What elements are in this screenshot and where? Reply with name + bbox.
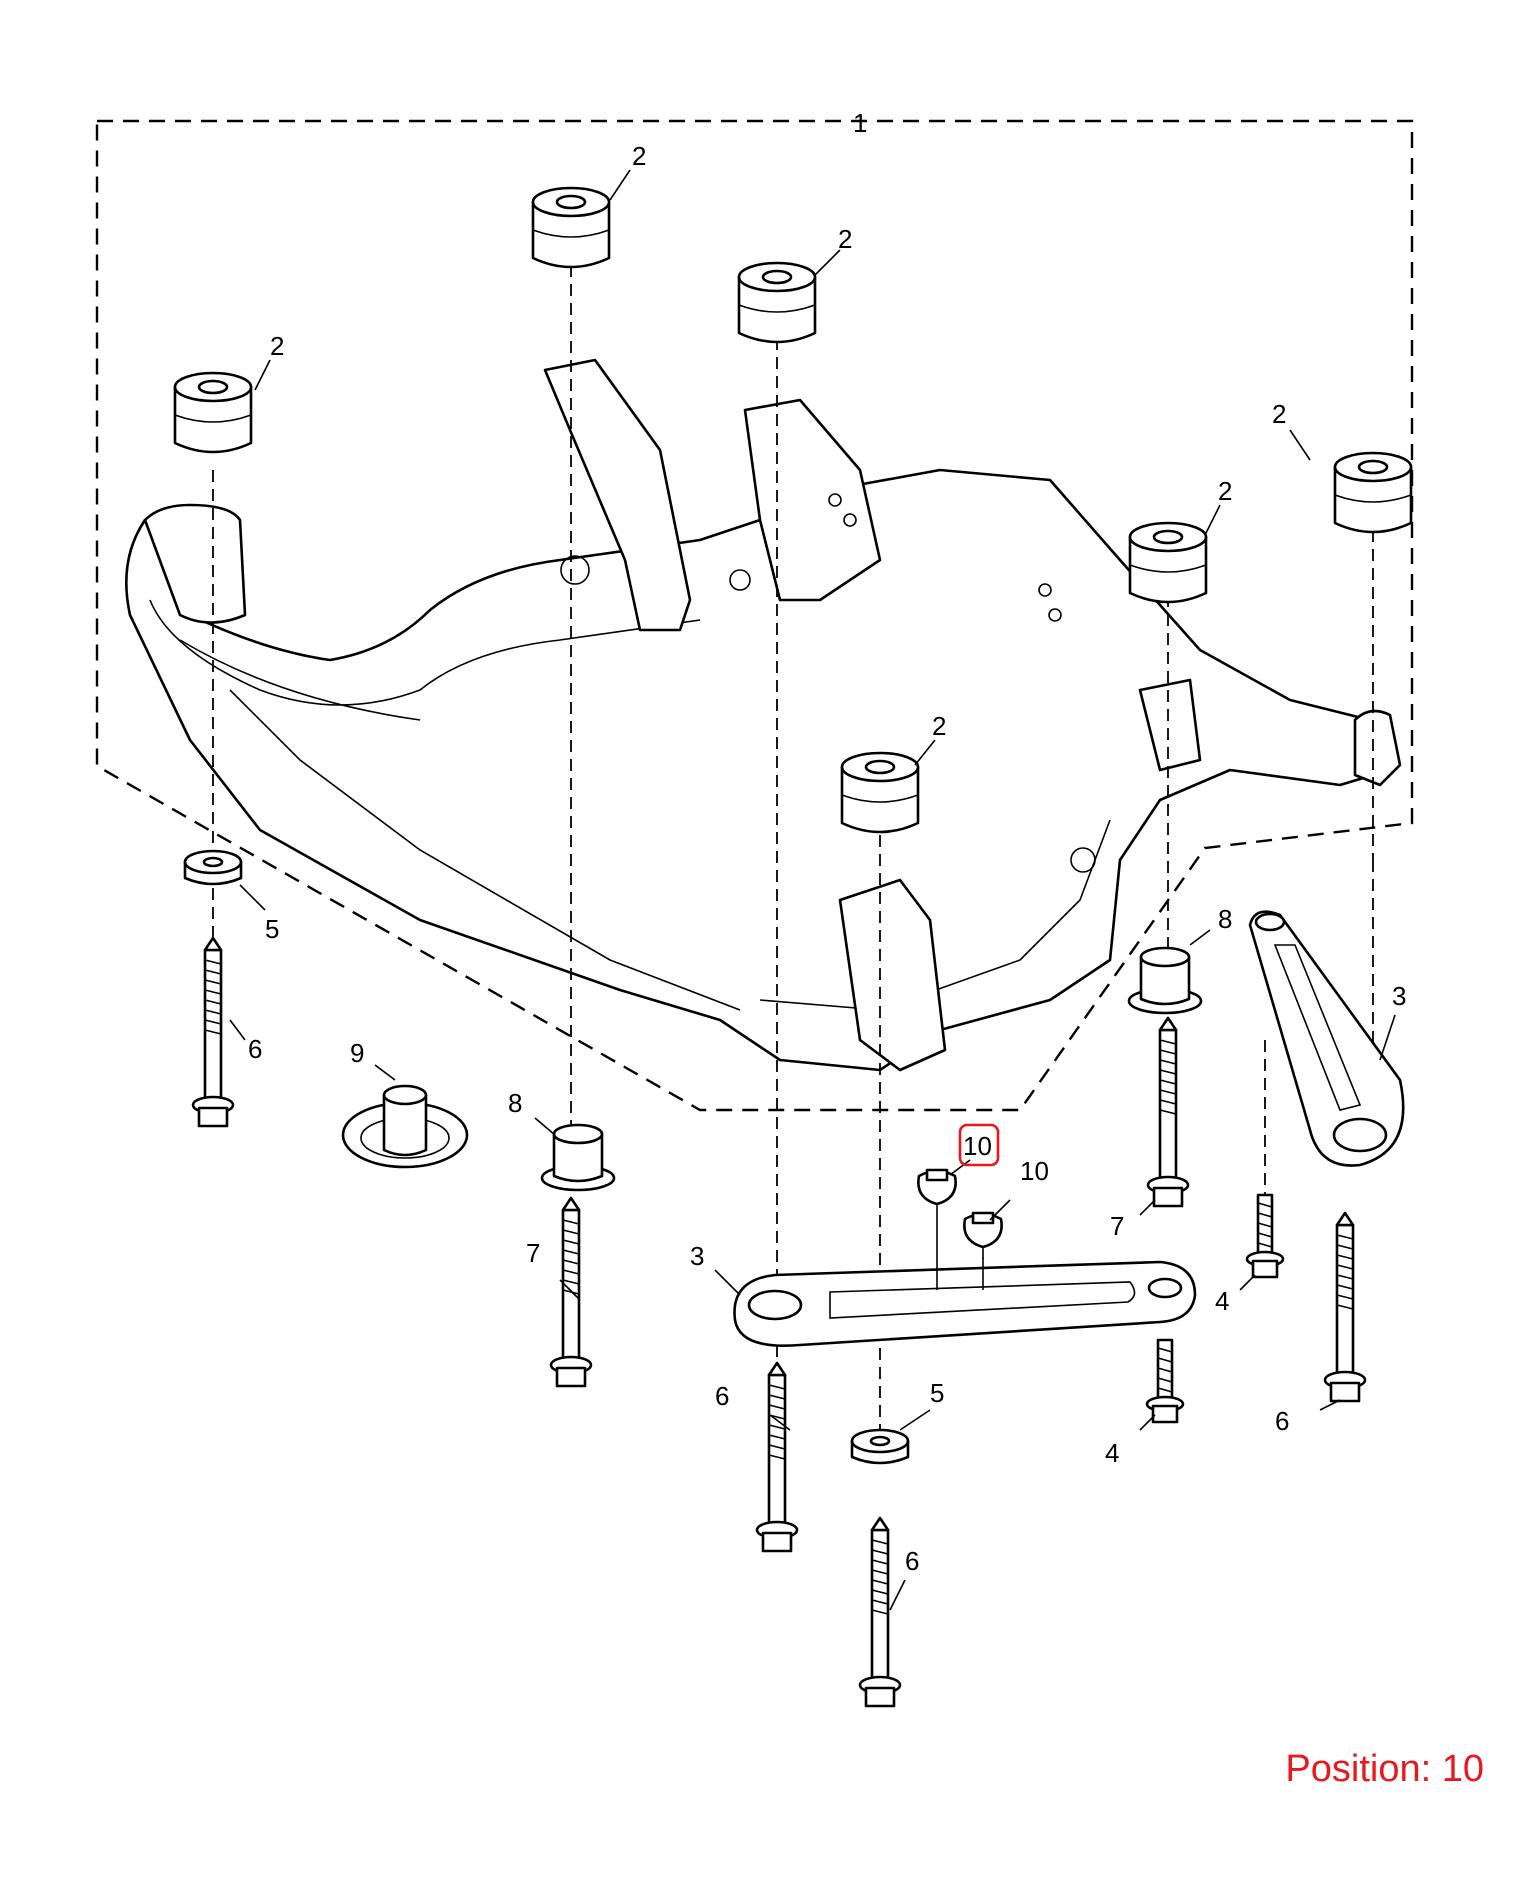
assembly-boundary	[95, 119, 1414, 1112]
callout-4: 4	[1215, 1286, 1229, 1316]
bolt-7-right	[1146, 1016, 1190, 1208]
front-subframe	[125, 358, 1402, 1072]
callout-2: 2	[632, 141, 646, 171]
callout-2: 2	[932, 711, 946, 741]
bolt-4-center	[1145, 1338, 1185, 1424]
spacer-right	[1127, 946, 1203, 1015]
highlight-box	[958, 1123, 1000, 1167]
tie-arm-left	[733, 1260, 1197, 1347]
callout-4: 4	[1105, 1438, 1119, 1468]
callout-6: 6	[715, 1381, 729, 1411]
bolt-6-bottom	[858, 1516, 902, 1708]
callout-8: 8	[508, 1088, 522, 1118]
body-mount-bush-rear-center	[737, 261, 817, 344]
bolt-6-left	[191, 936, 235, 1128]
callout-9: 9	[350, 1038, 364, 1068]
callout-7: 7	[1110, 1211, 1124, 1241]
callout-6: 6	[1275, 1406, 1289, 1436]
bolt-6-center	[755, 1361, 799, 1553]
bush-item-9	[341, 1084, 469, 1169]
tie-arm-right	[1248, 910, 1405, 1167]
callout-labels: 1 2 2 2 2 2 2 3 3 5 5 6 6 6 6 7 7 8 8 4 …	[248, 108, 1406, 1576]
callout-5: 5	[930, 1378, 944, 1408]
callout-3: 3	[1392, 981, 1406, 1011]
body-mount-bush-right-center	[1128, 521, 1208, 604]
callout-8: 8	[1218, 904, 1232, 934]
body-mount-bush-right-rear	[1333, 451, 1413, 534]
callout-7: 7	[526, 1238, 540, 1268]
exploded-axis-lines	[212, 265, 1374, 1460]
spacer-left	[540, 1123, 616, 1192]
callout-2: 2	[270, 331, 284, 361]
callout-6: 6	[905, 1546, 919, 1576]
callout-10: 10	[1020, 1156, 1049, 1186]
callout-2: 2	[1272, 399, 1286, 429]
bolt-4-right	[1245, 1193, 1285, 1279]
washer-bottom	[850, 1428, 910, 1465]
body-mount-bush-front-left	[173, 371, 253, 454]
body-mount-bush-rear-left	[531, 186, 611, 269]
callout-2: 2	[1218, 476, 1232, 506]
body-mount-bush-front-center	[840, 751, 920, 834]
clip-10-upper	[917, 1168, 957, 1218]
callout-3: 3	[690, 1241, 704, 1271]
callout-5: 5	[265, 914, 279, 944]
bolt-6-right	[1323, 1211, 1367, 1403]
callout-1: 1	[853, 108, 867, 138]
washer-left	[183, 849, 243, 886]
clip-10-lower	[963, 1211, 1003, 1261]
callout-6: 6	[248, 1034, 262, 1064]
position-indicator: Position: 10	[1285, 1748, 1484, 1790]
leader-lines	[229, 169, 1396, 1611]
callout-10-highlighted[interactable]: 10	[963, 1131, 992, 1161]
callout-2: 2	[838, 224, 852, 254]
